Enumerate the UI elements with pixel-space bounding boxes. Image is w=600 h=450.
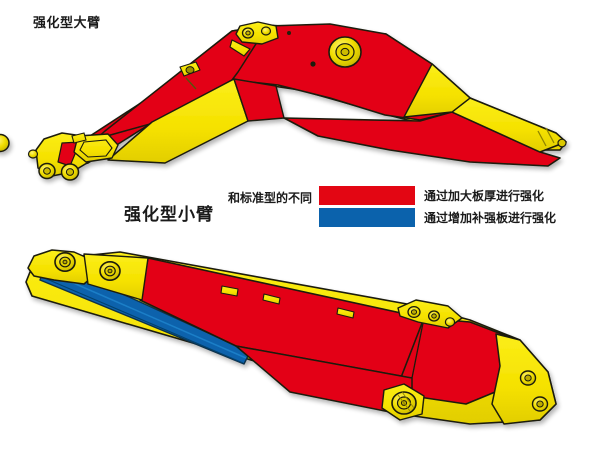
arm-assembly: [25, 249, 557, 425]
boom-tip-detail: [0, 127, 567, 153]
boom-title-label: 强化型大臂: [33, 16, 101, 31]
arm-cylinder-bracket: [397, 299, 463, 329]
boom-knee-yellow-outer: [403, 63, 471, 118]
legend-swatch-red: [319, 186, 416, 205]
legend-label-red: 通过加大板厚进行强化: [424, 189, 545, 203]
boom-red-lower-right: [283, 111, 561, 167]
legend-swatch-blue: [319, 208, 416, 227]
legend-item-blue: 通过增加补强板进行强化: [319, 208, 556, 227]
arm-red-seam: [411, 317, 425, 379]
boom-pivot-foot: [27, 132, 119, 181]
arm-bucket-head: [491, 333, 557, 425]
boom-assembly: [0, 21, 567, 181]
legend-rows: 通过加大板厚进行强化 通过增加补强板进行强化: [319, 186, 556, 227]
boom-main-boss: [328, 36, 362, 68]
legend-item-red: 通过加大板厚进行强化: [319, 186, 556, 205]
boom-weld-line: [185, 77, 197, 90]
arm-blue-plate-inner-line: [47, 271, 247, 359]
boom-small-hole: [310, 61, 316, 67]
boom-cylinder-bracket: [229, 21, 291, 57]
arm-lower-link-boss: [381, 383, 425, 421]
legend: 和标准型的不同 通过加大板厚进行强化 通过增加补强板进行强化: [228, 186, 556, 227]
boom-yellow-mid-left: [107, 78, 249, 164]
boom-mid-bracket: [179, 61, 201, 77]
arm-title-label: 强化型小臂: [124, 205, 214, 225]
legend-label-blue: 通过增加补强板进行强化: [424, 211, 557, 225]
legend-title: 和标准型的不同: [228, 191, 313, 205]
arm-blue-plate-edge: [41, 276, 244, 364]
arm-pivot-bosses: [54, 252, 121, 281]
arm-top-tabs: [220, 285, 355, 319]
